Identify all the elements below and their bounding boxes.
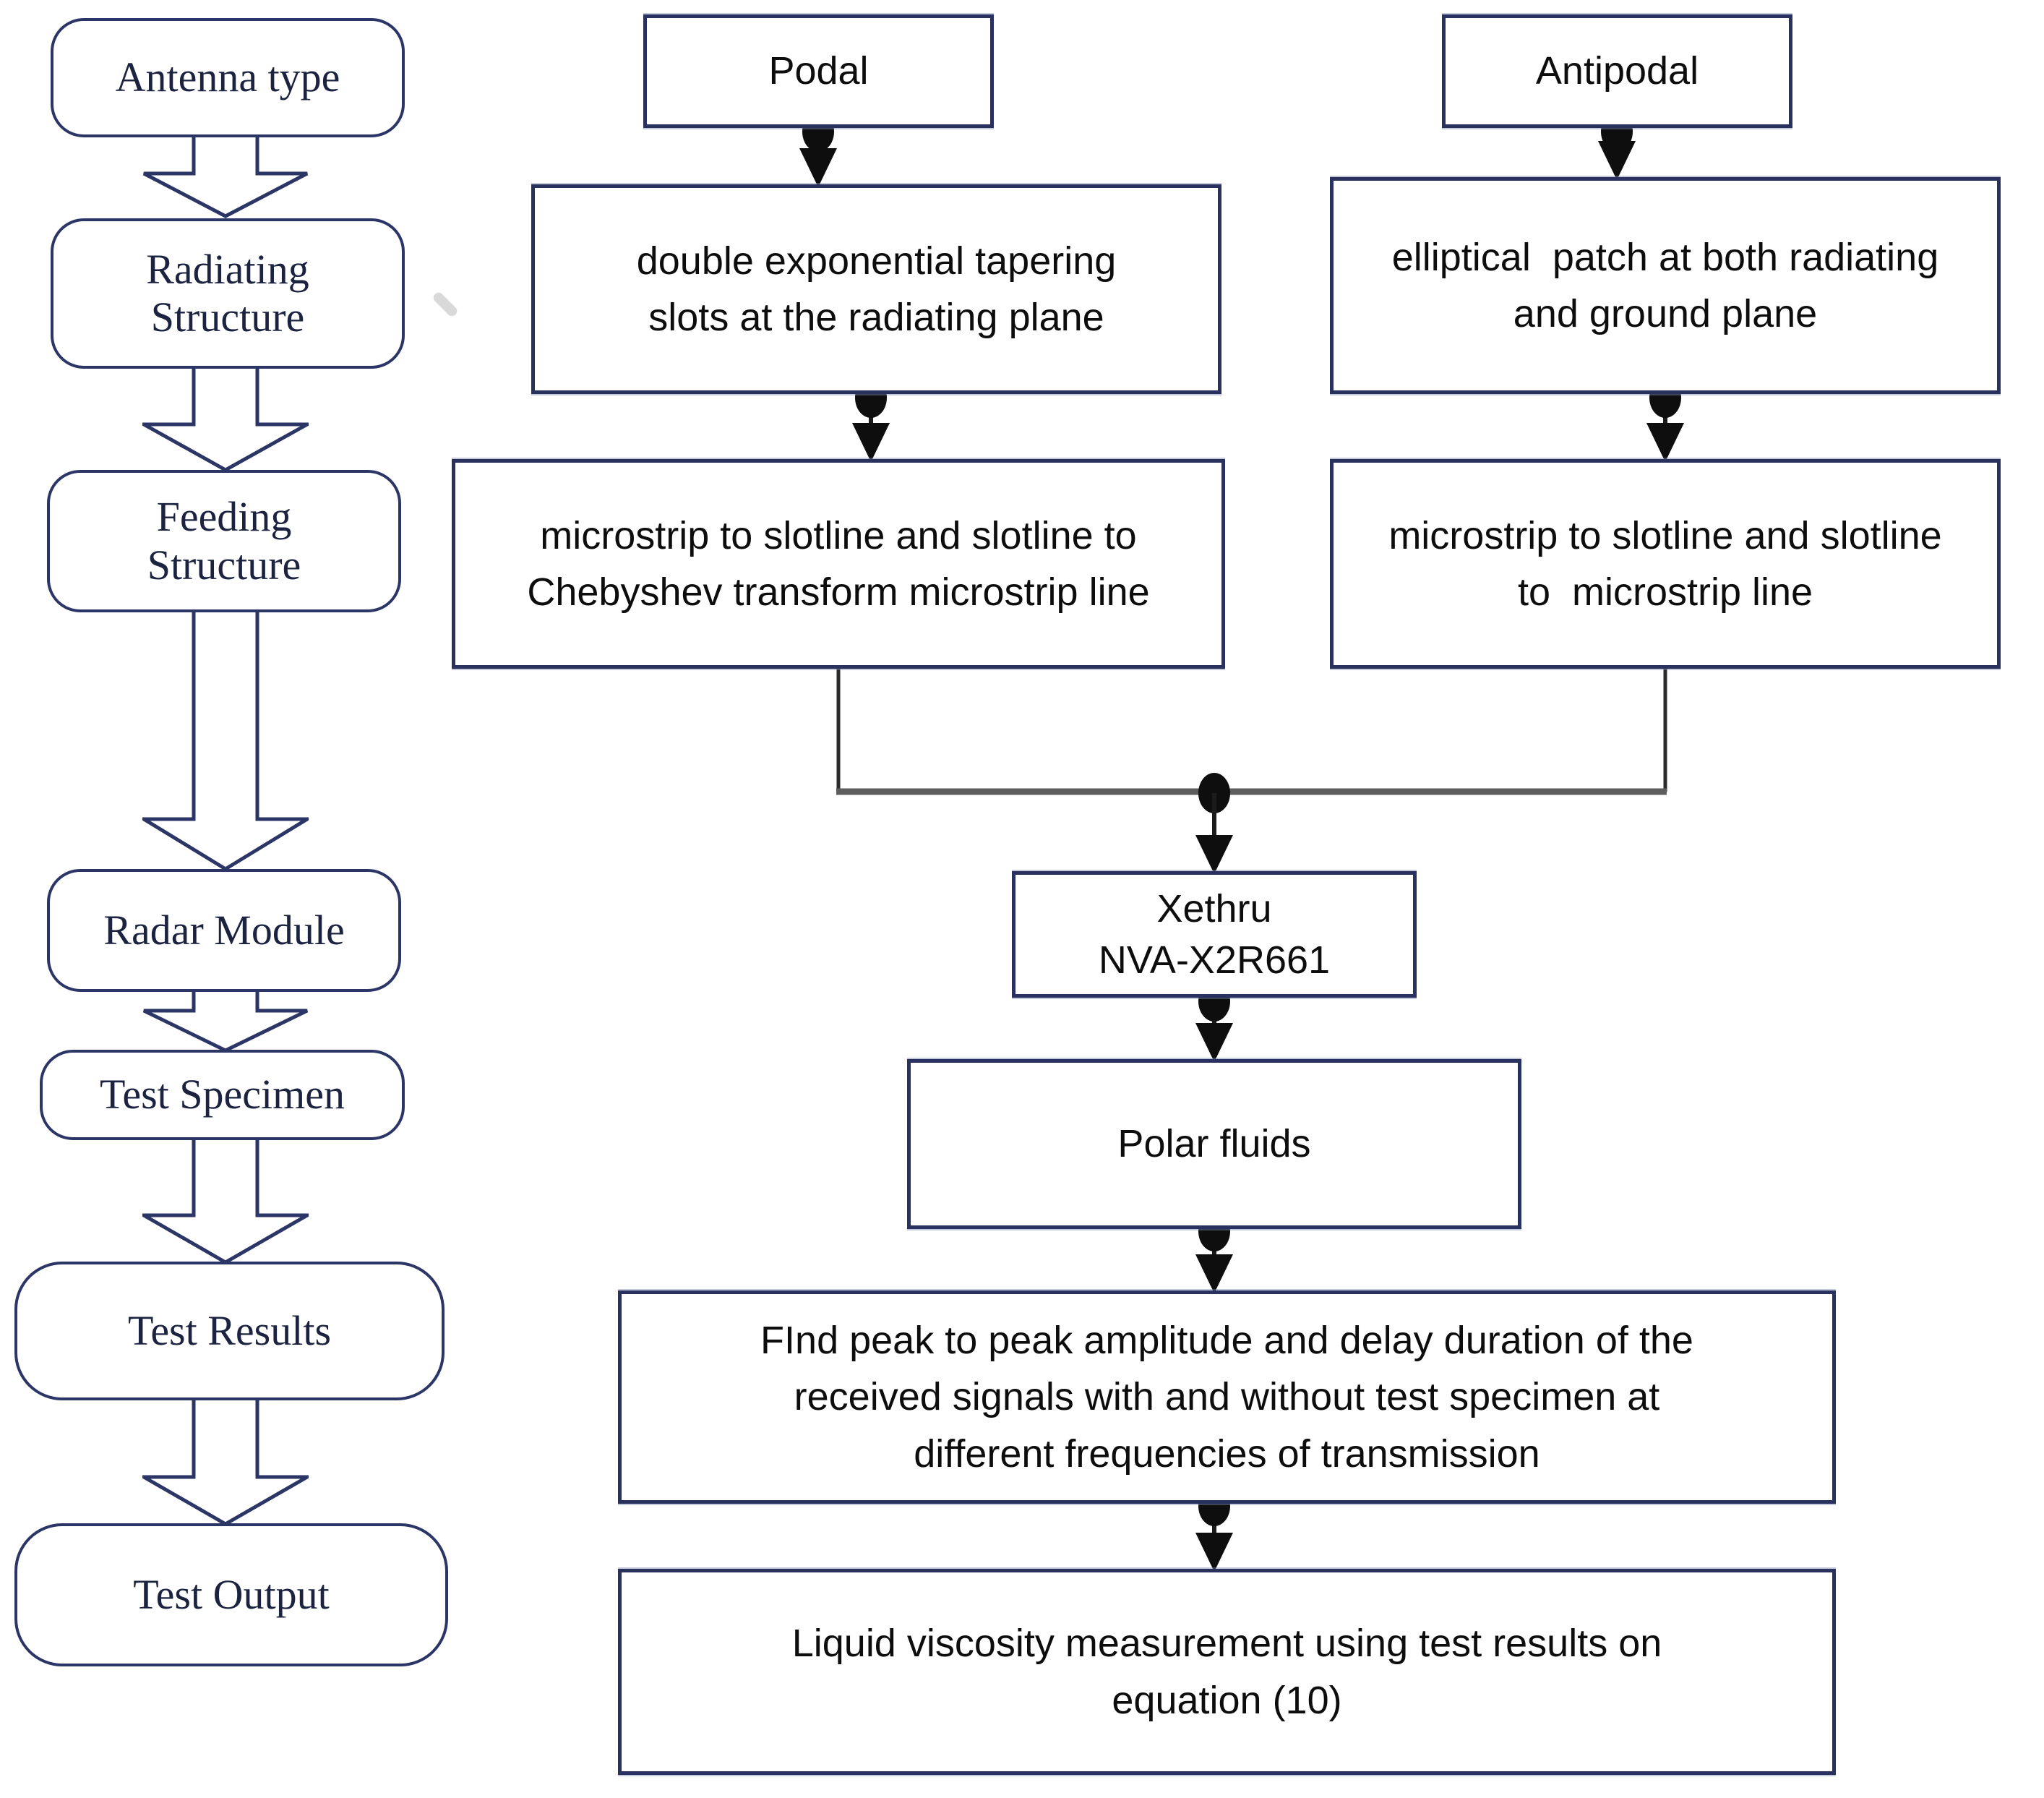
block-arrow-down-icon (142, 367, 309, 472)
arrowhead-icon (1195, 1254, 1233, 1293)
node-test-output: Test Output (14, 1523, 448, 1666)
node-podal-feeding: microstrip to slotline and slotline to C… (452, 459, 1225, 669)
arrowhead-icon (1195, 1533, 1233, 1572)
node-podal-radiating: double exponential tapering slots at the… (531, 184, 1221, 394)
block-arrow-down-icon (142, 1137, 309, 1264)
node-podal: Podal (643, 14, 994, 128)
node-find-peak: FInd peak to peak amplitude and delay du… (618, 1290, 1836, 1504)
block-arrow-down-icon (142, 134, 309, 218)
stray-mark (431, 290, 460, 319)
arrowhead-icon (1598, 141, 1636, 180)
connector-merge-to-xethru (836, 669, 1667, 874)
block-arrow-down-icon (142, 609, 309, 871)
node-antipodal: Antipodal (1442, 14, 1792, 128)
node-test-specimen: Test Specimen (40, 1050, 405, 1140)
block-arrow-down-icon (142, 989, 309, 1053)
node-antenna-type: Antenna type (51, 18, 405, 137)
arrowhead-icon (852, 423, 890, 462)
arrowhead-icon (799, 148, 837, 187)
arrowhead-icon (1195, 1023, 1233, 1062)
node-xethru-radar: Xethru NVA-X2R661 (1012, 871, 1417, 998)
node-feeding-structure: Feeding Structure (47, 470, 401, 612)
node-polar-fluids: Polar fluids (907, 1059, 1521, 1229)
node-test-results: Test Results (14, 1262, 445, 1400)
arrowhead-icon (1195, 835, 1233, 874)
flow-dot-icon (1198, 773, 1230, 813)
node-liquid-viscosity: Liquid viscosity measurement using test … (618, 1569, 1836, 1775)
block-arrow-down-icon (142, 1397, 309, 1526)
arrowhead-icon (1646, 423, 1684, 462)
node-radar-module: Radar Module (47, 869, 401, 992)
node-antipodal-radiating: elliptical patch at both radiating and g… (1330, 177, 2001, 394)
node-antipodal-feeding: microstrip to slotline and slotline to m… (1330, 459, 2001, 669)
node-radiating-structure: Radiating Structure (51, 218, 405, 369)
